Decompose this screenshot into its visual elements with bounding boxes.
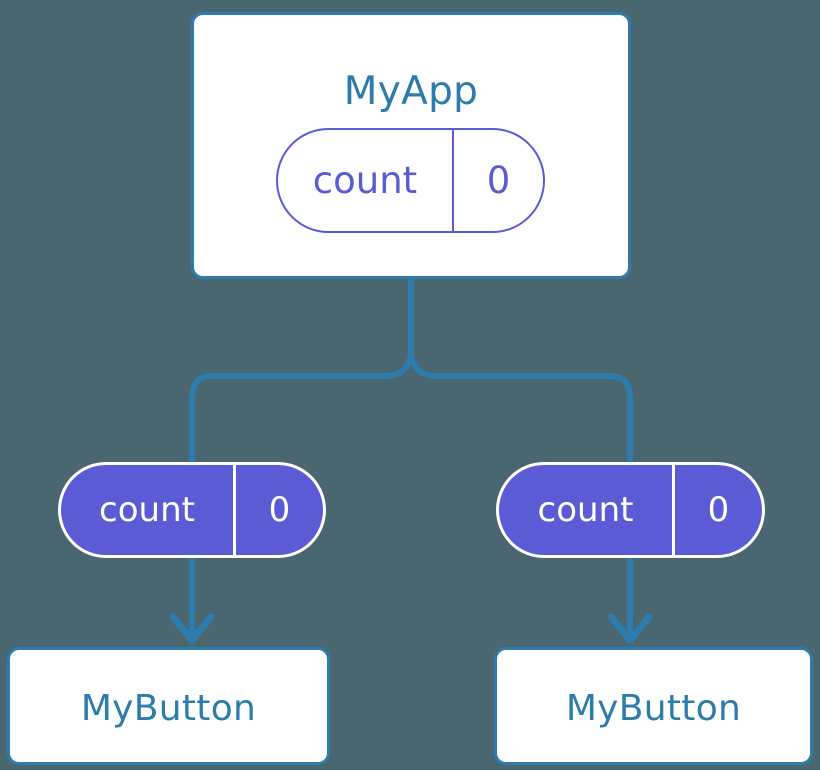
- prop-pill-right-value: 0: [707, 490, 730, 530]
- prop-pill-right[interactable]: count 0: [496, 462, 765, 558]
- button-component-title-right: MyButton: [565, 688, 742, 729]
- button-component-box-right[interactable]: MyButton: [494, 647, 813, 765]
- connector-split-right-branch: [408, 349, 633, 462]
- button-component-title-left: MyButton: [80, 688, 257, 729]
- arrowhead-right: [607, 613, 653, 644]
- arrowhead-left: [169, 613, 215, 644]
- prop-pill-left-key: count: [61, 465, 236, 555]
- state-pill-app[interactable]: count 0: [276, 128, 545, 233]
- prop-pill-left-value: 0: [268, 490, 291, 530]
- connector-split-left-branch: [189, 349, 414, 462]
- prop-pill-right-key: count: [499, 465, 675, 555]
- app-component-title: MyApp: [343, 69, 479, 114]
- state-pill-app-key: count: [278, 130, 454, 231]
- prop-pill-left[interactable]: count 0: [58, 462, 326, 558]
- state-pill-app-value: 0: [486, 159, 511, 202]
- button-component-box-left[interactable]: MyButton: [7, 647, 330, 765]
